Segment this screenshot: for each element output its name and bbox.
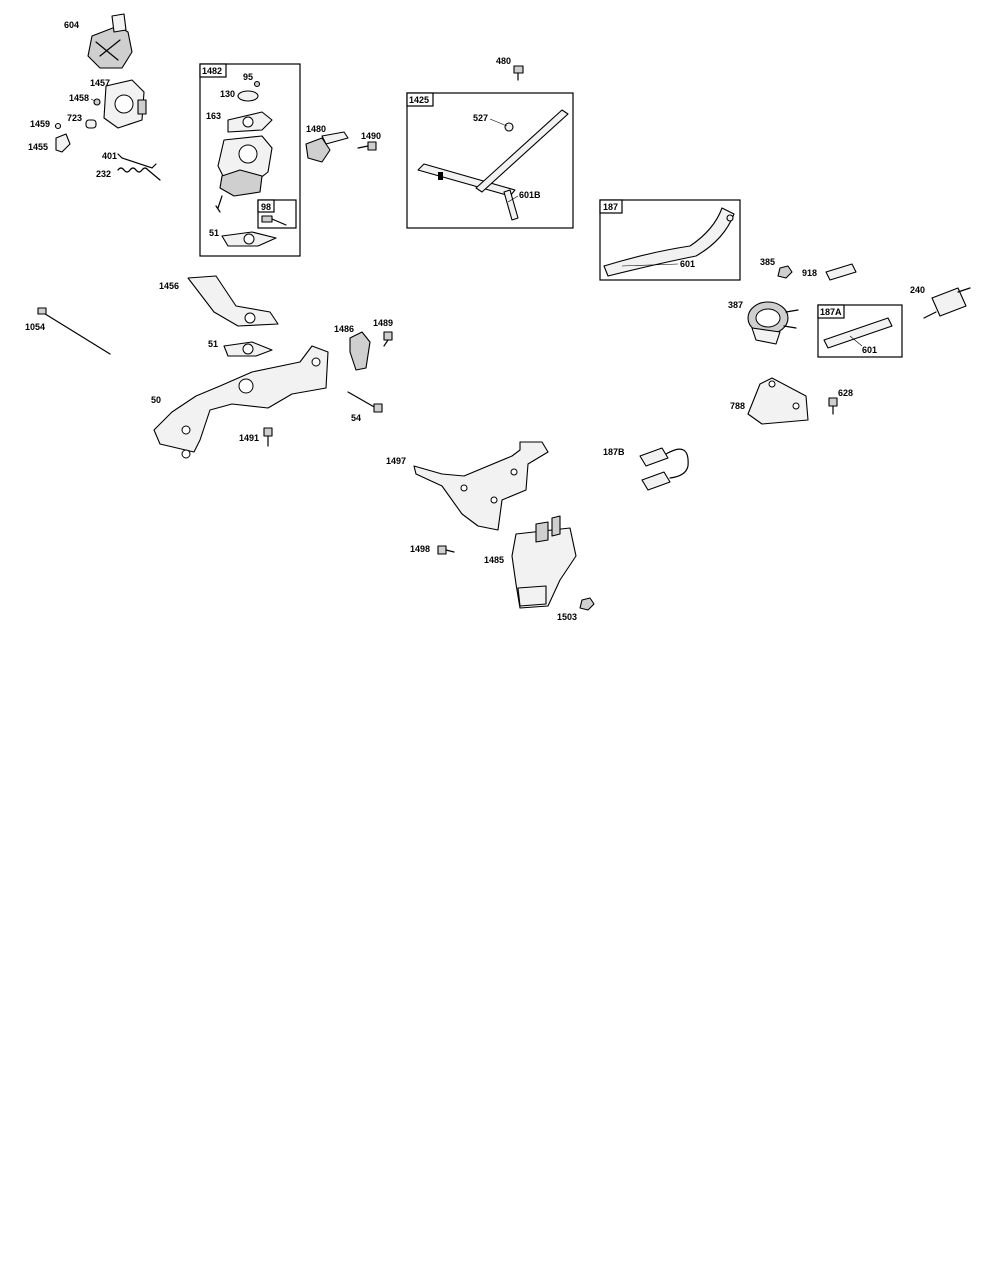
callout-1498: 1498 (410, 544, 430, 554)
callout-1503: 1503 (557, 612, 577, 622)
part-163-gasket[interactable] (227, 111, 273, 133)
part-1480[interactable] (305, 131, 349, 163)
callout-385: 385 (760, 257, 775, 267)
solenoid-icon[interactable] (349, 331, 371, 371)
callout-601b: 601 (862, 345, 877, 355)
filter-icon[interactable] (923, 287, 971, 319)
part-50-manifold[interactable] (153, 345, 329, 459)
callout-1480: 1480 (306, 124, 326, 134)
callout-723: 723 (67, 113, 82, 123)
part-480-screw[interactable] (513, 65, 524, 81)
hose-icon[interactable] (417, 109, 569, 221)
callout-98: 98 (261, 202, 271, 212)
part-1459[interactable] (54, 122, 62, 130)
part-788-bracket[interactable] (747, 377, 809, 425)
part-130-gasket[interactable] (237, 90, 259, 102)
callout-232: 232 (96, 169, 111, 179)
part-187A-hose[interactable] (823, 317, 893, 349)
callout-130: 130 (220, 89, 235, 99)
part-187B-hose[interactable] (639, 447, 689, 491)
callout-240: 240 (910, 285, 925, 295)
callout-187B: 187B (603, 447, 625, 457)
callout-387: 387 (728, 300, 743, 310)
callout-163: 163 (206, 111, 221, 121)
part-918-hose[interactable] (825, 263, 857, 281)
callout-1458: 1458 (69, 93, 89, 103)
part-51-gasket-a[interactable] (221, 231, 277, 247)
callout-51b: 51 (208, 339, 218, 349)
callout-527: 527 (473, 113, 488, 123)
callout-187A: 187A (820, 307, 842, 317)
callout-1459: 1459 (30, 119, 50, 129)
part-604-elbow[interactable] (87, 13, 133, 69)
part-401-link[interactable] (117, 153, 157, 169)
kit-box-1482 (199, 63, 301, 257)
callout-187: 187 (603, 202, 618, 212)
part-1456-plate[interactable] (187, 275, 279, 327)
part-54-stud[interactable] (347, 391, 383, 413)
callout-54: 54 (351, 413, 361, 423)
callout-1489: 1489 (373, 318, 393, 328)
part-98-screw[interactable] (261, 215, 287, 226)
kit-box-1425 (406, 92, 574, 229)
callout-401: 401 (102, 151, 117, 161)
part-95[interactable] (253, 80, 261, 88)
part-1489-bolt[interactable] (383, 331, 393, 347)
callout-1482: 1482 (202, 66, 222, 76)
part-232-spring[interactable] (117, 167, 161, 181)
callout-1425: 1425 (409, 95, 429, 105)
callout-1054: 1054 (25, 322, 45, 332)
kit-box-187 (599, 199, 741, 281)
callout-480: 480 (496, 56, 511, 66)
callout-1491: 1491 (239, 433, 259, 443)
part-1491-bolt[interactable] (263, 427, 273, 447)
callout-51a: 51 (209, 228, 219, 238)
callout-788: 788 (730, 401, 745, 411)
callout-1455: 1455 (28, 142, 48, 152)
part-1457-carb-body[interactable] (103, 79, 147, 129)
part-1490-bolt[interactable] (357, 141, 377, 151)
callout-50: 50 (151, 395, 161, 405)
part-628-bolt[interactable] (828, 397, 838, 415)
part-1485-fuel-module[interactable] (511, 515, 577, 609)
callout-918: 918 (802, 268, 817, 278)
pump-icon[interactable] (747, 301, 799, 345)
part-1497-bracket[interactable] (413, 441, 549, 531)
kit-box-187A (817, 304, 903, 358)
part-1455-lever[interactable] (55, 133, 71, 153)
part-1054-tie[interactable] (37, 307, 111, 355)
callout-1490: 1490 (361, 131, 381, 141)
callout-601a: 601 (680, 259, 695, 269)
part-1498-bolt[interactable] (437, 545, 455, 555)
kit-box-98 (257, 199, 297, 229)
callout-601B: 601B (519, 190, 541, 200)
callout-1457: 1457 (90, 78, 110, 88)
part-1503-bolt[interactable] (579, 597, 595, 611)
part-1458[interactable] (93, 98, 101, 106)
part-51-gasket-b[interactable] (223, 341, 273, 357)
callout-604: 604 (64, 20, 79, 30)
callout-95: 95 (243, 72, 253, 82)
callout-628: 628 (838, 388, 853, 398)
callout-1485: 1485 (484, 555, 504, 565)
callout-1456: 1456 (159, 281, 179, 291)
carb-icon[interactable] (215, 135, 273, 213)
callout-1486: 1486 (334, 324, 354, 334)
callout-1497: 1497 (386, 456, 406, 466)
part-723[interactable] (85, 119, 97, 129)
part-187-hose[interactable] (603, 207, 735, 277)
part-385-nut[interactable] (777, 265, 793, 279)
